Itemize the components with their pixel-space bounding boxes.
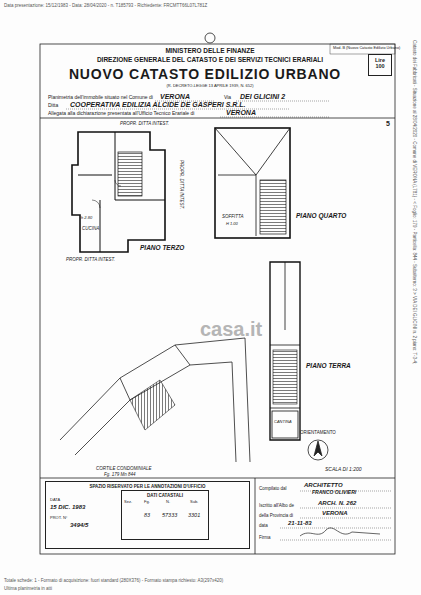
table-cell: 57333 [162,512,177,518]
field-label: DATA [50,498,60,503]
scale-label: SCALA DI 1:200 [325,467,362,473]
table-cell: 83 [144,512,150,518]
sheet-number: 5 [386,120,390,128]
footer-note: Ultima planimetria in atti [4,586,52,591]
box-heading: Lire 100 [371,57,389,70]
parcel-reference: Fg. 179 Mn 844 [104,472,136,477]
revenue-stamp: Lire 100 [368,54,392,76]
field-value: COOPERATIVA EDILIZIA ALCIDE DE GASPERI S… [70,101,246,109]
field-label: della Provincia di [259,513,293,518]
field-value: ARCHITETTO [304,482,343,489]
side-note: Catasto dei Fabbricati - Situazione al 2… [412,40,417,364]
field-label: Planimetria dell'immobile situato nel Co… [48,95,153,101]
field-label: Via [224,95,231,101]
box-heading: SPAZIO RISERVATO PER LE ANNOTAZIONI D'UF… [48,484,247,489]
field-value: DEI GLICINI 2 [240,93,285,101]
room-label: PROPR. DITTA INTEST. [66,257,115,262]
watermark: casa.it [200,318,262,341]
field-label: data [259,523,268,528]
field-value: ARCH. N. 262 [318,500,356,507]
room-label: PROPR. DITTA INTEST. [120,121,169,126]
field-value: VERONA [226,109,256,117]
table-cell: N. [166,500,170,505]
box-heading: DATI CATASTALI [124,493,206,498]
department-name: DIREZIONE GENERALE DEL CATASTO E DEI SER… [97,56,323,63]
orientation-label: ORIENTAMENTO [300,430,336,435]
table-cell: 3301 [188,512,200,518]
floor-label: PIANO TERRA [306,362,351,369]
stamp-date: 15 DIC. 1983 [50,504,85,511]
form-title: NUOVO CATASTO EDILIZIO URBANO [69,66,341,82]
protocol-number: 3494/5 [70,522,88,529]
field-label: Ditta [48,103,58,109]
footer-note: Totale schede: 1 - Formato di acquisizio… [4,578,223,583]
field-label: Compilato dal [259,486,287,491]
ministry-name: MINISTERO DELLE FINANZE [165,47,254,54]
field-label: Iscritto all'Albo de [259,503,294,508]
form-code: Mod. B (Nuovo Catasto Edilizio Urbano) [333,46,400,50]
room-label: PROPR. DITTA INTEST. [179,160,184,209]
room-label: CANTINA [274,420,292,425]
room-label: CUCINA [82,226,99,231]
header-note: Data presentazione: 15/12/1983 - Data: 2… [4,3,207,8]
site-label: CORTILE CONDOMINIALE [96,466,151,471]
field-label: Allegata alla dichiarazione presentata a… [48,111,194,117]
room-label: SOFFITTA [222,214,243,219]
decree-reference: (R. DECRETO-LEGGE 13 APRILE 1939, N. 652… [166,84,253,89]
field-value: VERONA [322,510,348,517]
table-cell: Sez. [124,500,132,505]
field-value: 21-11-83 [288,520,312,527]
floor-label: PIANO QUARTO [296,212,346,219]
height-note: H 1.00 [226,222,238,227]
floor-label: PIANO TERZO [140,244,184,251]
field-label: PROT. N° [50,516,67,521]
field-value: FRANCO OLIVIERI [312,490,356,496]
table-cell: Sub. [190,500,198,505]
field-label: Firma [259,535,271,540]
table-cell: Fg. [144,500,150,505]
field-value: VERONA [160,93,190,101]
height-note: h 2.80 [81,216,92,221]
